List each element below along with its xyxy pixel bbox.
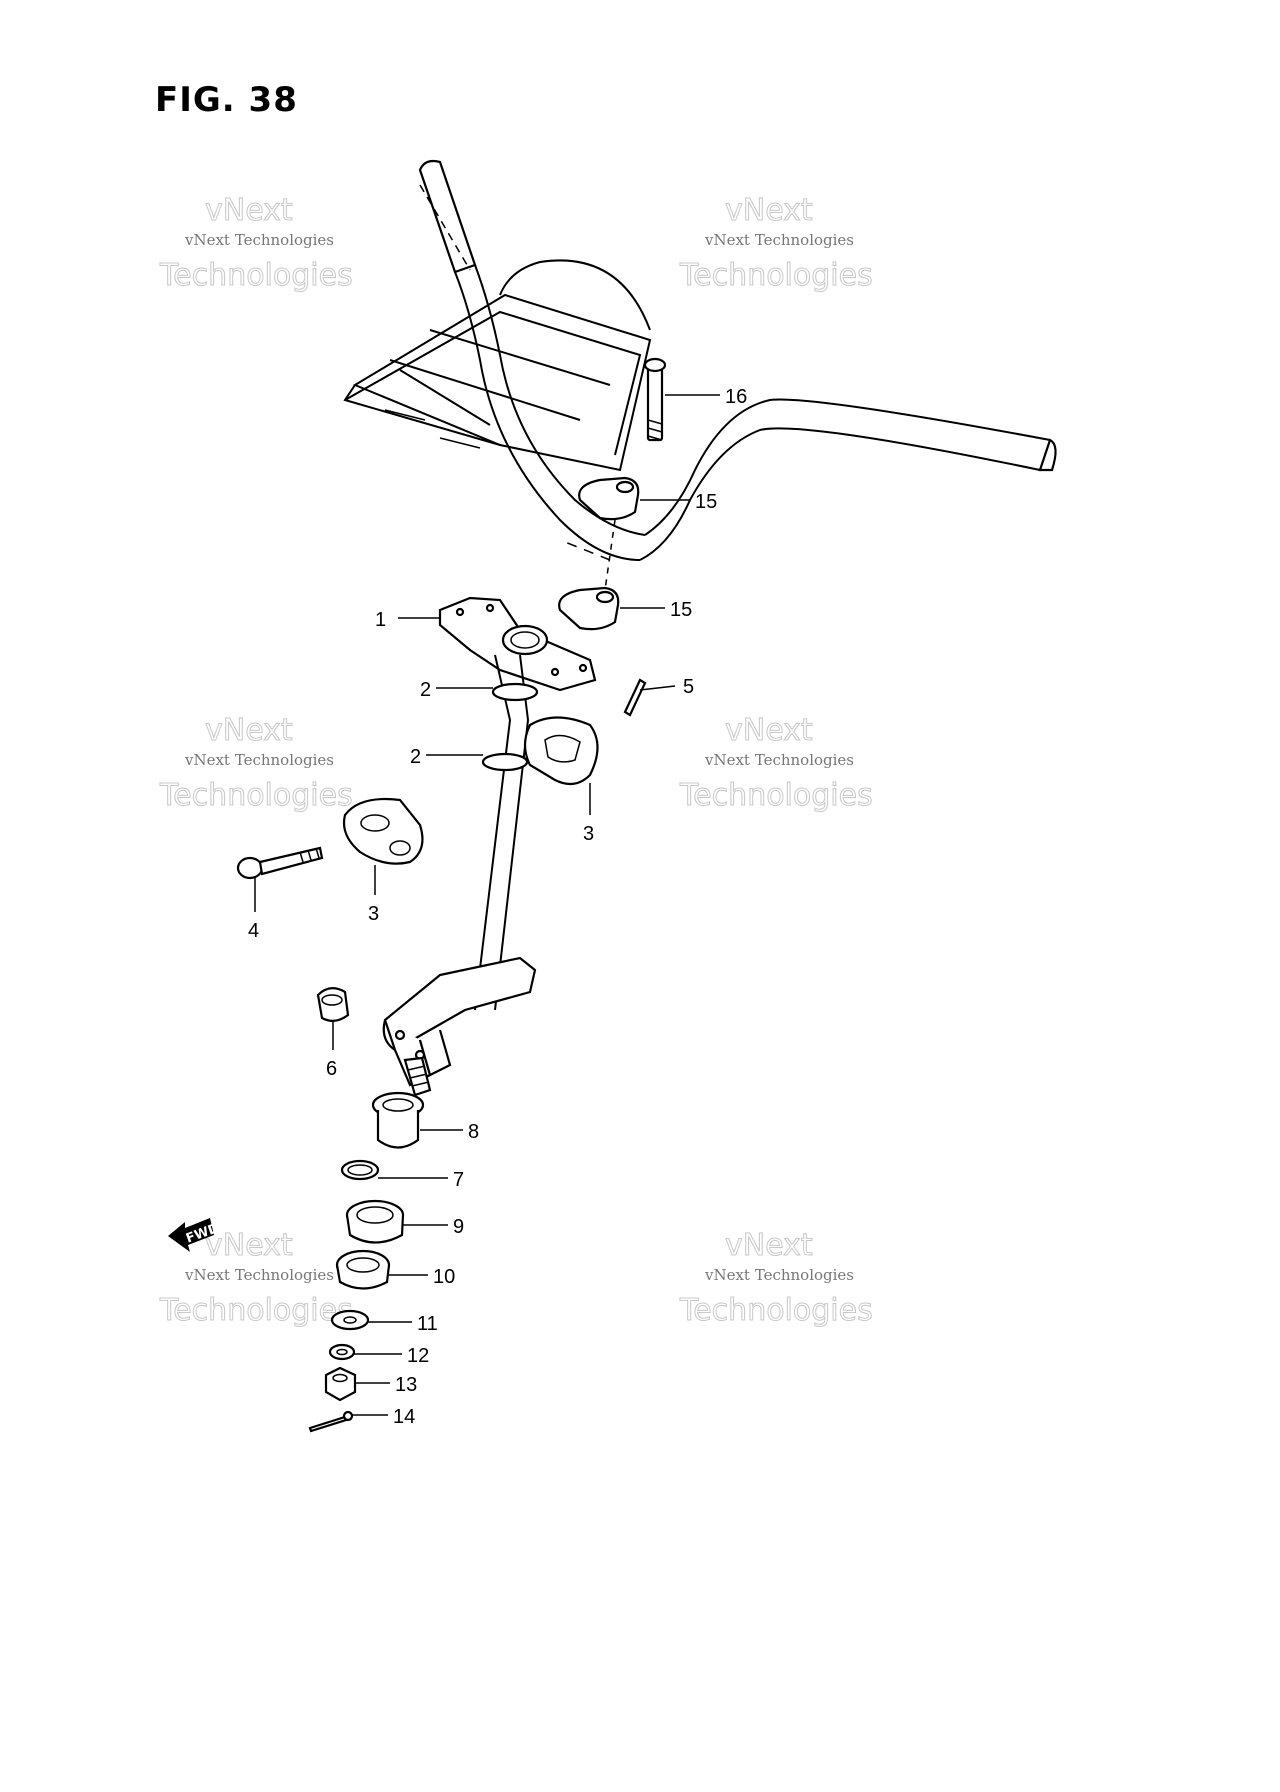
callout-11: 11 — [417, 1313, 438, 1335]
svg-text:Technologies: Technologies — [679, 258, 873, 293]
svg-text:vNext Technologies: vNext Technologies — [184, 231, 334, 249]
part-3-left-clamp — [342, 797, 424, 865]
part-15-lower-holder — [558, 586, 620, 631]
part-14-cotter-pin — [308, 1410, 354, 1433]
callout-8: 8 — [468, 1121, 479, 1143]
part-15-upper-holder — [578, 476, 640, 591]
svg-text:vNext Technologies: vNext Technologies — [704, 751, 854, 769]
part-12-washer — [328, 1343, 356, 1361]
callout-7: 7 — [453, 1169, 464, 1191]
svg-text:vNext Technologies: vNext Technologies — [704, 231, 854, 249]
part-9-seal — [345, 1199, 405, 1244]
svg-text:vNext: vNext — [205, 1228, 293, 1263]
callout-1: 1 — [375, 609, 386, 631]
svg-text:Technologies: Technologies — [679, 1293, 873, 1328]
part-7-o-ring — [340, 1159, 380, 1181]
watermark-mid-left: vNext vNext Technologies Technologies — [159, 713, 354, 814]
callout-15-lower: 15 — [670, 599, 692, 621]
watermark-mid-right: vNext vNext Technologies Technologies — [679, 713, 874, 814]
svg-text:vNext: vNext — [725, 193, 813, 228]
svg-text:Technologies: Technologies — [159, 1293, 353, 1328]
svg-text:Technologies: Technologies — [679, 778, 873, 813]
part-11-washer — [330, 1309, 370, 1331]
callout-2-upper: 2 — [420, 679, 431, 701]
callout-10: 10 — [433, 1266, 455, 1288]
svg-text:vNext Technologies: vNext Technologies — [704, 1266, 854, 1284]
callout-13: 13 — [395, 1374, 417, 1396]
svg-text:vNext Technologies: vNext Technologies — [184, 751, 334, 769]
part-13-nut — [324, 1366, 357, 1402]
callout-3-left: 3 — [368, 903, 379, 925]
steering-shaft — [474, 654, 539, 1011]
part-16-bolt — [643, 357, 667, 442]
part-6-bush — [316, 987, 350, 1022]
svg-text:vNext: vNext — [725, 713, 813, 748]
watermark-bottom-right: vNext vNext Technologies Technologies — [679, 1228, 874, 1329]
callout-4: 4 — [248, 920, 259, 942]
callouts: 1 2 2 3 3 4 5 6 7 8 9 10 11 12 13 14 15 — [248, 386, 747, 1428]
part-3-right-clamp — [523, 716, 599, 786]
watermark-top-right: vNext vNext Technologies Technologies — [679, 193, 874, 294]
part-4-bolt — [236, 846, 324, 880]
figure-title: FIG. 38 — [155, 80, 298, 120]
callout-16: 16 — [725, 386, 747, 408]
callout-12: 12 — [407, 1345, 429, 1367]
part-8-bush — [371, 1091, 425, 1149]
lower-bracket — [382, 956, 537, 1097]
svg-text:vNext: vNext — [205, 713, 293, 748]
part-10-bearing — [335, 1249, 391, 1290]
callout-9: 9 — [453, 1216, 464, 1238]
callout-2-lower: 2 — [410, 746, 421, 768]
callout-6: 6 — [326, 1058, 337, 1080]
svg-text:Technologies: Technologies — [159, 258, 353, 293]
callout-15-upper: 15 — [695, 491, 717, 513]
part-5-pin — [623, 678, 647, 717]
part-1-upper-bracket — [438, 596, 597, 692]
svg-text:Technologies: Technologies — [159, 778, 353, 813]
callout-3-right: 3 — [583, 823, 594, 845]
svg-text:vNext: vNext — [205, 193, 293, 228]
callout-14: 14 — [393, 1406, 415, 1428]
watermark-bottom-left: vNext vNext Technologies Technologies — [159, 1228, 354, 1329]
callout-5: 5 — [683, 676, 694, 698]
svg-text:vNext: vNext — [725, 1228, 813, 1263]
watermark-top-left: vNext vNext Technologies Technologies — [159, 193, 354, 294]
handlebar-assembly — [343, 159, 1057, 561]
svg-text:vNext Technologies: vNext Technologies — [184, 1266, 334, 1284]
